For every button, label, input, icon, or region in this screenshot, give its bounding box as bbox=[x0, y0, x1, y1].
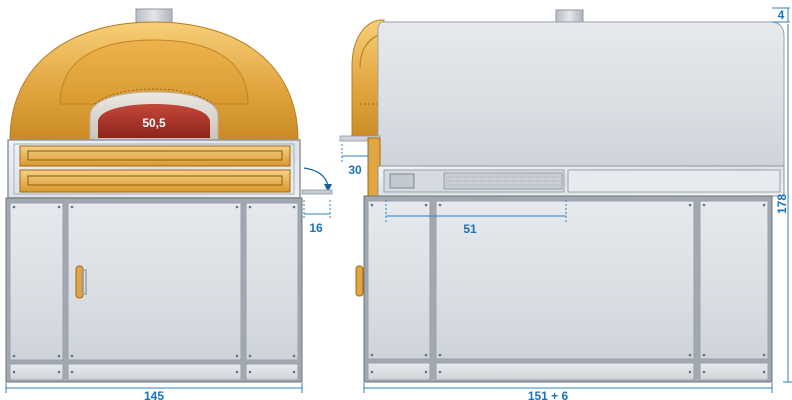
side-depth-dimension-label: 151 + 6 bbox=[528, 389, 569, 400]
front-peel-shelf bbox=[301, 189, 333, 195]
side-oven-body bbox=[377, 21, 785, 167]
control-panel-vent bbox=[389, 172, 563, 190]
front-side-panel-left bbox=[9, 202, 64, 361]
height-dimension-label: 178 bbox=[775, 194, 789, 214]
front-width-dimension: 145 bbox=[5, 383, 303, 400]
drawer-dimension: 51 bbox=[385, 200, 567, 236]
front-cabinet-door[interactable] bbox=[67, 202, 242, 361]
side-view: 30 bbox=[339, 7, 792, 400]
chimney-dimension-label: 4 bbox=[778, 8, 785, 22]
drawer-dimension-label: 51 bbox=[463, 222, 477, 236]
side-cabinet-door[interactable] bbox=[435, 200, 695, 360]
peel-shelf-dimension-label: 30 bbox=[348, 163, 362, 177]
handle-icon[interactable] bbox=[75, 265, 87, 299]
door-swing-arrow-icon bbox=[303, 167, 332, 192]
oven-fire-chamber bbox=[98, 104, 210, 138]
oven-mouth-arch bbox=[59, 39, 249, 105]
door-swing-dimension: 16 bbox=[303, 200, 331, 235]
height-dimension: 178 bbox=[775, 24, 792, 383]
door-swing-dimension-label: 16 bbox=[309, 221, 323, 235]
front-width-dimension-label: 145 bbox=[144, 389, 164, 400]
side-depth-dimension: 151 + 6 bbox=[363, 383, 773, 400]
front-bolts bbox=[12, 205, 296, 374]
chimney-dimension: 4 bbox=[772, 7, 790, 23]
front-drawer-top[interactable] bbox=[19, 145, 291, 167]
front-side-panel-right bbox=[245, 202, 299, 361]
oven-temperature-label: 50,5 bbox=[142, 116, 166, 130]
front-drawer-bottom[interactable] bbox=[19, 169, 291, 193]
peel-shelf-dimension: 30 bbox=[341, 144, 369, 177]
side-bolts bbox=[370, 203, 766, 374]
side-handle-icon[interactable] bbox=[355, 265, 364, 297]
front-view: 50,5 bbox=[5, 8, 333, 400]
